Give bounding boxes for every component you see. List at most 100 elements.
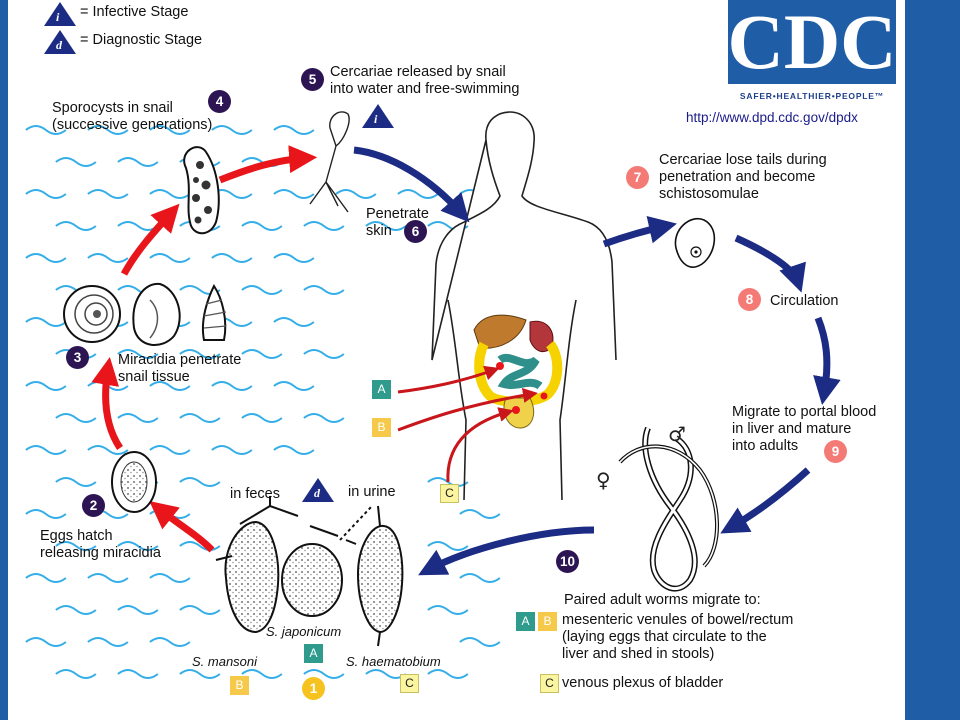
- water-wave: [241, 285, 283, 295]
- water-wave: [55, 477, 97, 487]
- stage-7-marker: 7: [626, 166, 649, 189]
- organ-site-b-badge: B: [372, 418, 391, 437]
- water-wave: [87, 637, 129, 647]
- arrow-schistosomula-to-circulation: [734, 234, 806, 293]
- arrow-worms-to-eggs: [418, 526, 595, 576]
- water-wave: [25, 189, 67, 199]
- water-wave: [25, 573, 67, 583]
- water-wave: [25, 253, 67, 263]
- water-wave: [87, 445, 129, 455]
- water-wave: [303, 669, 345, 679]
- water-wave: [25, 637, 67, 647]
- site-code-b-badge: B: [538, 612, 557, 631]
- schistosomulum-illustration: [674, 217, 716, 268]
- water-wave: [397, 189, 439, 199]
- stage-8-label: Circulation: [770, 293, 839, 309]
- arrow-eggs-to-miracidia: [149, 501, 215, 553]
- water-wave: [365, 221, 407, 231]
- water-wave: [87, 125, 129, 135]
- water-wave: [335, 189, 377, 199]
- water-wave: [241, 349, 283, 359]
- water-wave: [117, 221, 159, 231]
- water-wave: [211, 381, 253, 391]
- in-feces-label: in feces: [230, 486, 280, 502]
- water-wave: [117, 349, 159, 359]
- water-wave: [459, 573, 501, 583]
- japonicum-site-badge: A: [304, 644, 323, 663]
- right-border-bar: [905, 0, 960, 720]
- cdc-logo-text: CDC: [728, 0, 897, 85]
- cdc-tagline: SAFER•HEALTHIER•PEOPLE™: [740, 91, 884, 101]
- water-wave: [179, 669, 221, 679]
- water-wave: [25, 509, 67, 519]
- water-wave: [117, 605, 159, 615]
- water-wave: [273, 317, 315, 327]
- water-wave: [117, 541, 159, 551]
- stage-2-marker: 2: [82, 494, 105, 517]
- stage-10-marker: 10: [556, 550, 579, 573]
- water-wave: [55, 541, 97, 551]
- water-wave: [427, 605, 469, 615]
- water-wave: [149, 445, 191, 455]
- stage-6-marker: 6: [404, 220, 427, 243]
- water-wave: [211, 125, 253, 135]
- s-haematobium-label: S. haematobium: [346, 654, 441, 669]
- female-symbol: ♀: [596, 468, 611, 492]
- stage-5-marker: 5: [301, 68, 324, 91]
- stage-4-label: Sporocysts in snail(successive generatio…: [52, 100, 213, 133]
- site-code-c-badge: C: [540, 674, 559, 693]
- water-wave: [211, 253, 253, 263]
- stage-10-bladder-text: venous plexus of bladder: [562, 675, 724, 691]
- water-wave: [459, 509, 501, 519]
- stage-4-marker: 4: [208, 90, 231, 113]
- site-arrow-c: [446, 407, 514, 483]
- organ-site-a-badge: A: [372, 380, 391, 399]
- water-wave: [149, 381, 191, 391]
- water-wave: [149, 573, 191, 583]
- water-wave: [87, 253, 129, 263]
- stage-1-marker: 1: [302, 677, 325, 700]
- water-wave: [179, 349, 221, 359]
- water-wave: [25, 381, 67, 391]
- human-torso-lines: [447, 299, 577, 501]
- water-wave: [55, 605, 97, 615]
- arrow-miracidia-to-snail: [91, 356, 123, 450]
- arrow-circulation-to-portal: [813, 316, 841, 406]
- diagnostic-stage-eggs-symbol: d: [302, 478, 334, 502]
- sporocyst-illustration: [183, 146, 220, 235]
- source-url[interactable]: http://www.dpd.cdc.gov/dpdx: [686, 110, 858, 125]
- arrow-cercariae-to-host: [353, 146, 470, 223]
- in-urine-label: in urine: [348, 484, 396, 500]
- legend-diagnostic-label: = Diagnostic Stage: [80, 32, 203, 48]
- water-wave: [25, 125, 67, 135]
- site-code-a-badge: A: [516, 612, 535, 631]
- stage-3-marker: 3: [66, 346, 89, 369]
- stage-10-bowel-text: mesenteric venules of bowel/rectum(layin…: [562, 612, 794, 662]
- human-body-outline: [431, 111, 617, 361]
- site-arrow-a: [397, 365, 500, 394]
- arrow-portal-to-worms: [720, 467, 811, 534]
- stage-8-marker: 8: [738, 288, 761, 311]
- water-wave: [241, 669, 283, 679]
- arrow-snail-to-sporocyst: [120, 203, 180, 276]
- water-wave: [241, 413, 283, 423]
- water-wave: [55, 413, 97, 423]
- eggs-illustration: [215, 496, 404, 647]
- water-wave: [427, 541, 469, 551]
- infective-stage-symbol: i: [44, 2, 76, 26]
- water-wave: [179, 605, 221, 615]
- water-wave: [303, 285, 345, 295]
- water-wave: [117, 669, 159, 679]
- cdc-logo: CDC SAFER•HEALTHIER•PEOPLE™: [718, 0, 904, 104]
- water-wave: [87, 189, 129, 199]
- water-wave: [117, 157, 159, 167]
- water-wave: [273, 189, 315, 199]
- water-wave: [25, 317, 67, 327]
- water-wave: [179, 477, 221, 487]
- water-wave: [149, 125, 191, 135]
- diagnostic-stage-symbol: d: [44, 30, 76, 54]
- water-wave: [149, 637, 191, 647]
